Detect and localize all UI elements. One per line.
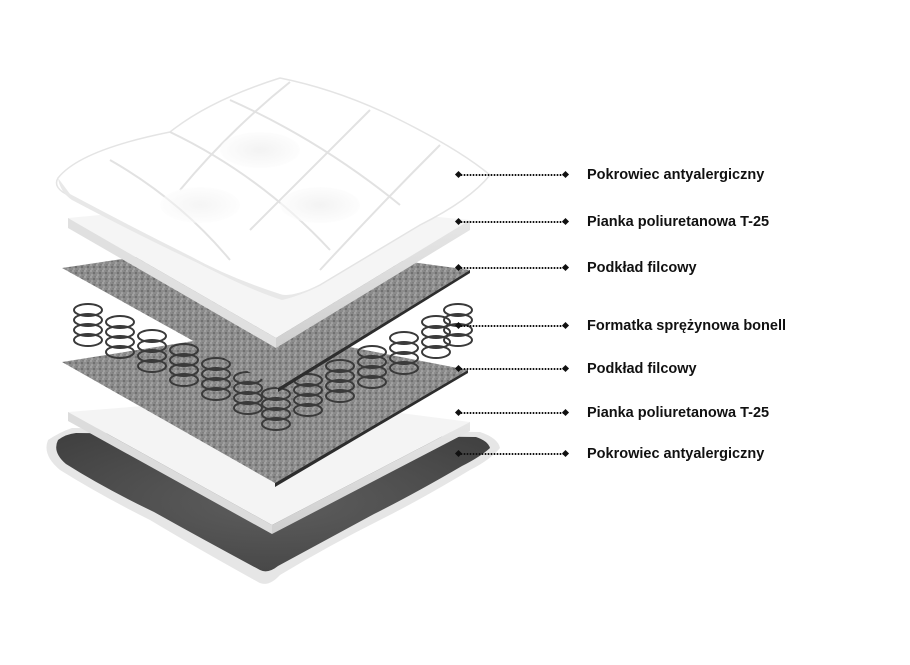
layer-label-upper-felt: Podkład filcowy xyxy=(587,260,697,276)
layer-label-lower-felt: Podkład filcowy xyxy=(587,361,697,377)
layer-label-top-cover: Pokrowiec antyalergiczny xyxy=(587,167,765,183)
dot-marker-icon xyxy=(561,408,570,417)
dot-marker-icon xyxy=(561,170,570,179)
dot-marker-icon xyxy=(561,217,570,226)
leader-line-6 xyxy=(454,408,570,417)
leader-line-2 xyxy=(454,217,570,226)
layer-label-upper-foam: Pianka poliuretanowa T-25 xyxy=(587,214,770,230)
leader-line-1 xyxy=(454,170,570,179)
dot-marker-icon xyxy=(561,449,570,458)
leader-line-7 xyxy=(454,449,570,458)
layer-label-springs: Formatka sprężynowa bonell xyxy=(587,318,787,334)
leader-line-5 xyxy=(454,364,570,373)
dot-marker-icon xyxy=(561,364,570,373)
leader-line-3 xyxy=(454,263,570,272)
layer-label-lower-foam: Pianka poliuretanowa T-25 xyxy=(587,405,770,421)
layer-label-bottom-cover: Pokrowiec antyalergiczny xyxy=(587,446,765,462)
dot-marker-icon xyxy=(561,263,570,272)
top-quilted-cover-layer xyxy=(55,77,492,300)
dot-marker-icon xyxy=(561,321,570,330)
leader-line-4 xyxy=(454,321,570,330)
